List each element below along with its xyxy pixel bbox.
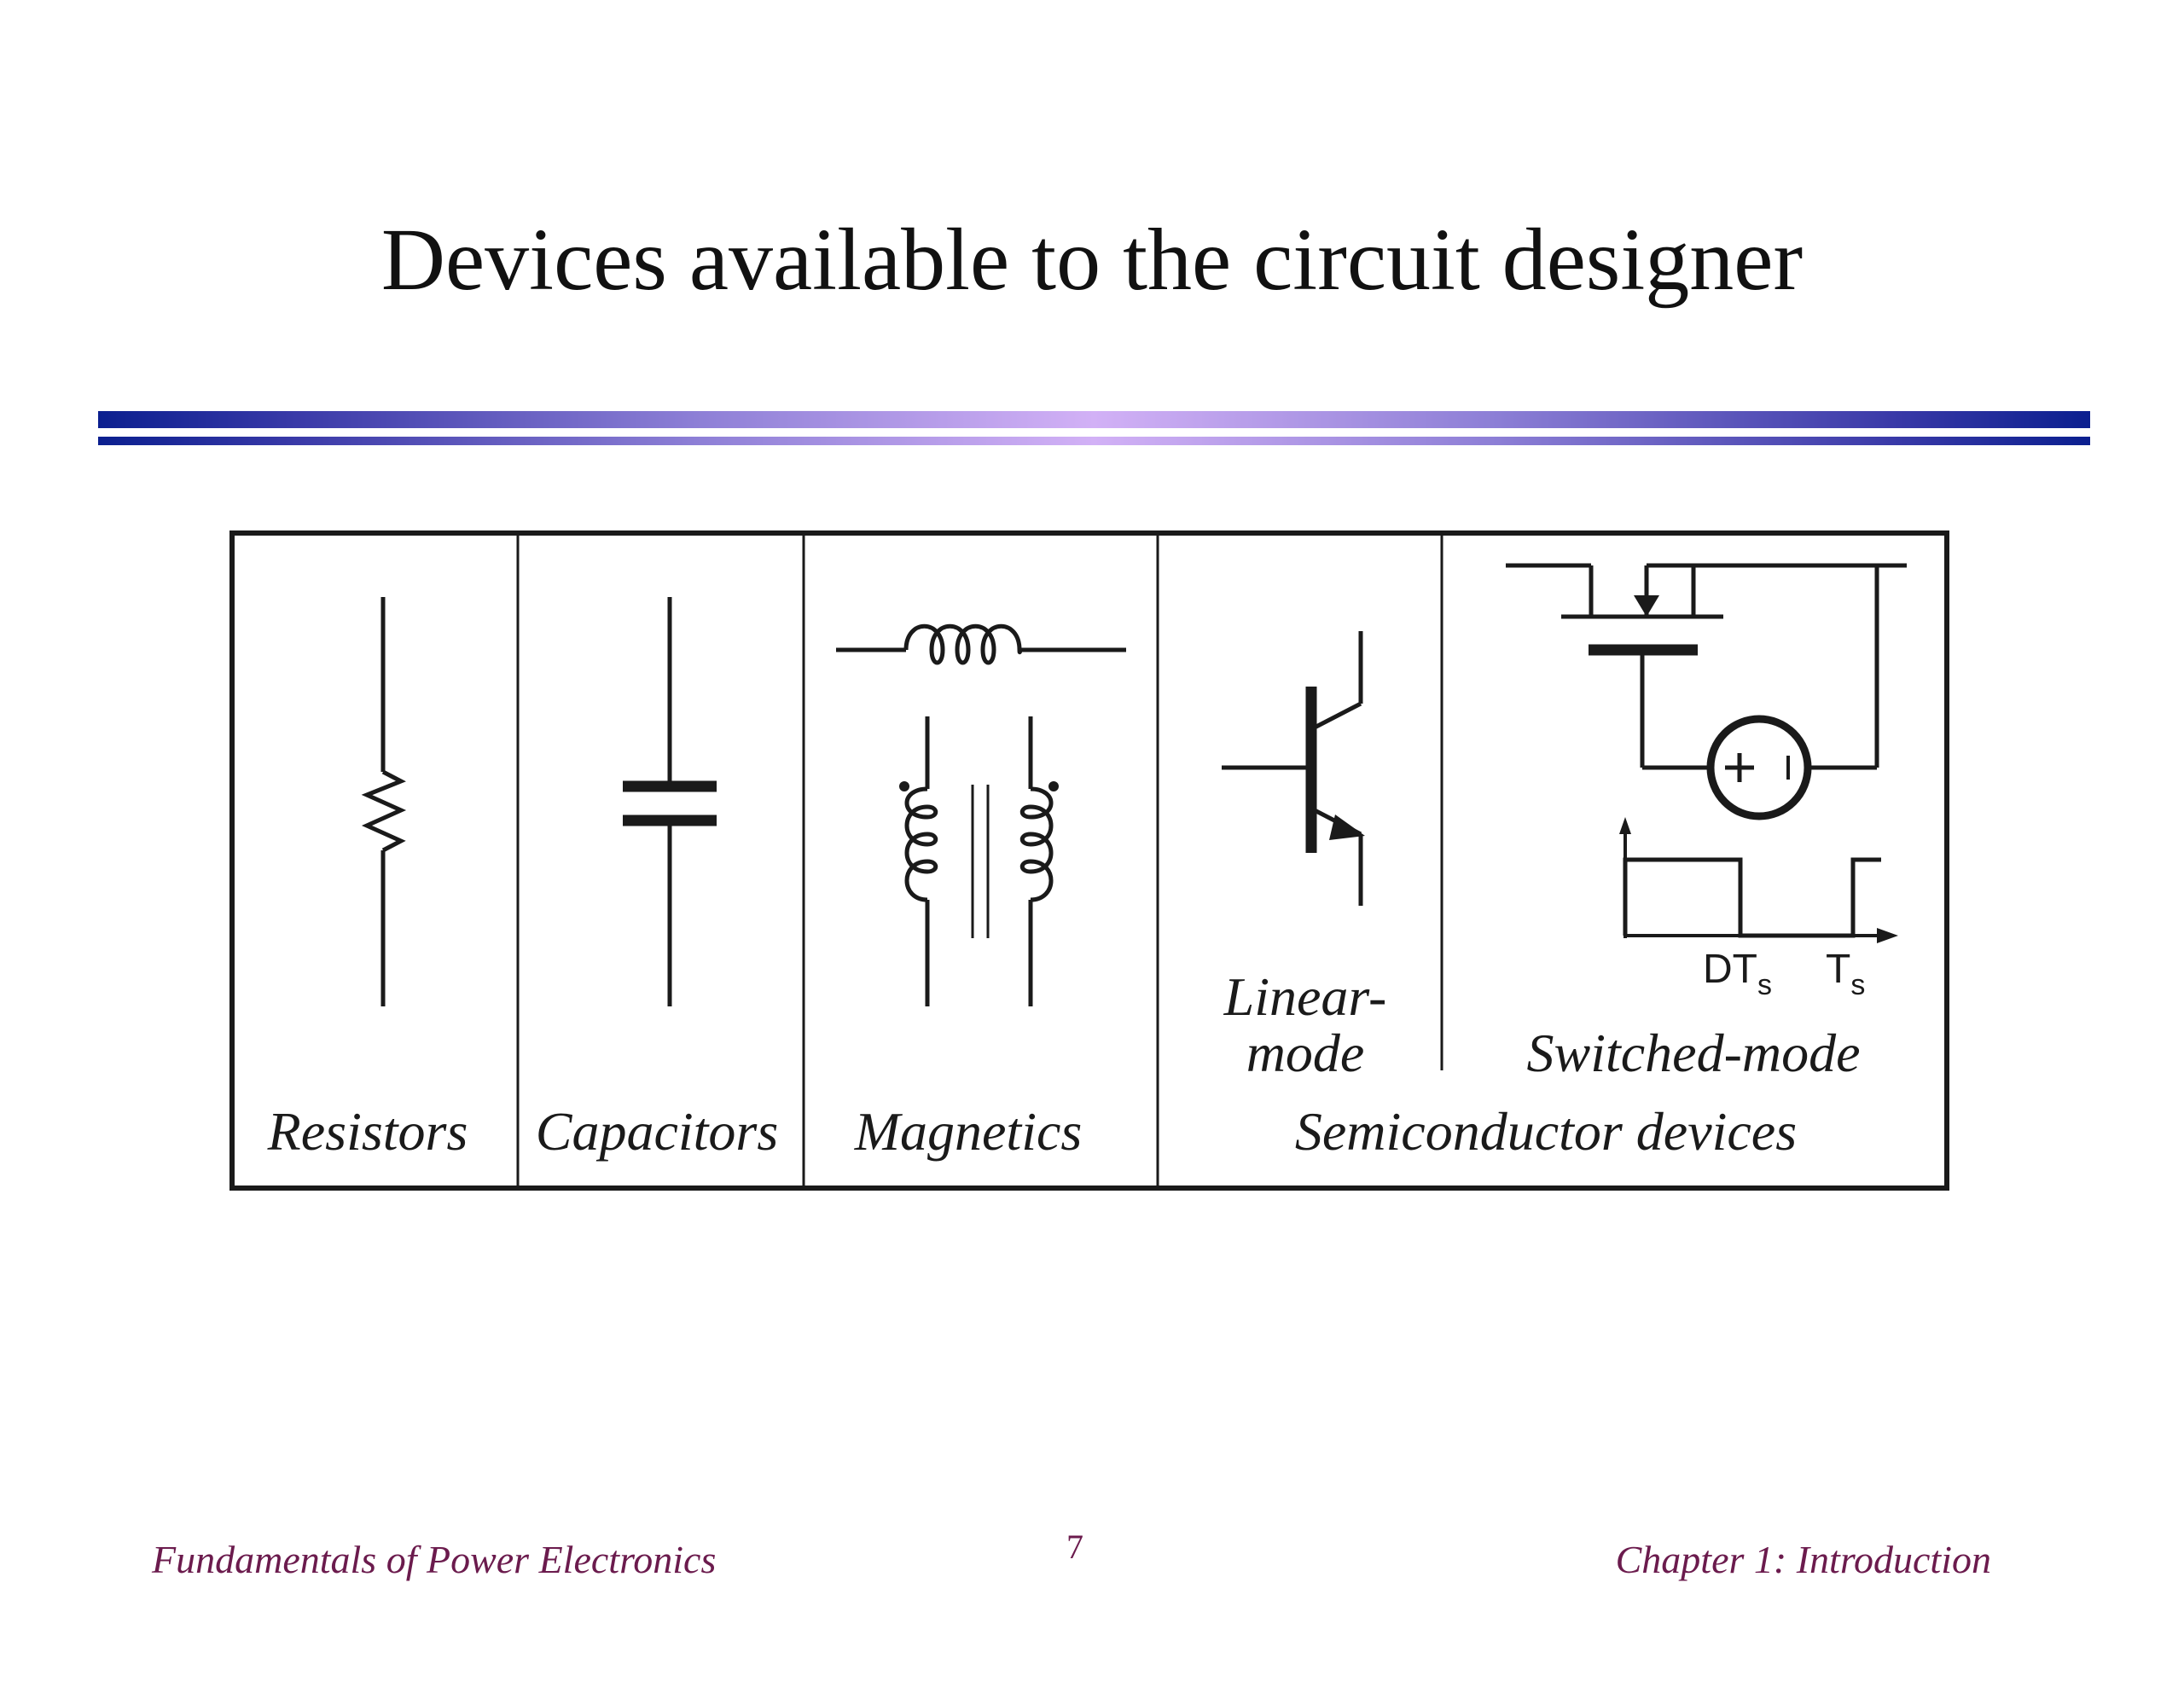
waveform-label-dts: DTs [1703, 947, 1772, 1001]
mosfet-symbol-icon [1506, 563, 1907, 770]
linear-mode-label-line2: mode [1246, 1023, 1365, 1083]
footer-chapter-title: Chapter 1: Introduction [1615, 1538, 1991, 1581]
inductor-symbol-icon [836, 623, 1126, 665]
voltage-source-symbol-icon [1706, 715, 1812, 820]
pwm-waveform-icon [1619, 817, 1898, 943]
transformer-dot-left [899, 781, 909, 791]
capacitor-symbol-icon [623, 597, 717, 1006]
category-label-resistors: Resistors [267, 1101, 468, 1162]
transformer-symbol-icon [904, 716, 1054, 1006]
transformer-dot-right [1048, 781, 1059, 791]
title-divider-thick [98, 411, 2090, 428]
waveform-label-ts: Ts [1826, 947, 1865, 1001]
switched-mode-label: Switched-mode [1527, 1023, 1861, 1083]
footer-book-title: Fundamentals of Power Electronics [152, 1538, 717, 1581]
resistor-symbol-icon [361, 597, 407, 1006]
diagram-border [229, 530, 1949, 1191]
bjt-transistor-symbol-icon [1222, 631, 1365, 906]
footer-page-number: 7 [1066, 1528, 1083, 1566]
slide-title: Devices available to the circuit designe… [380, 211, 1804, 309]
title-divider-thin [98, 437, 2090, 445]
category-label-capacitors: Capacitors [536, 1101, 778, 1162]
category-label-magnetics: Magnetics [854, 1101, 1083, 1162]
linear-mode-label-line1: Linear- [1223, 966, 1387, 1027]
category-label-semiconductors: Semiconductor devices [1295, 1101, 1797, 1162]
